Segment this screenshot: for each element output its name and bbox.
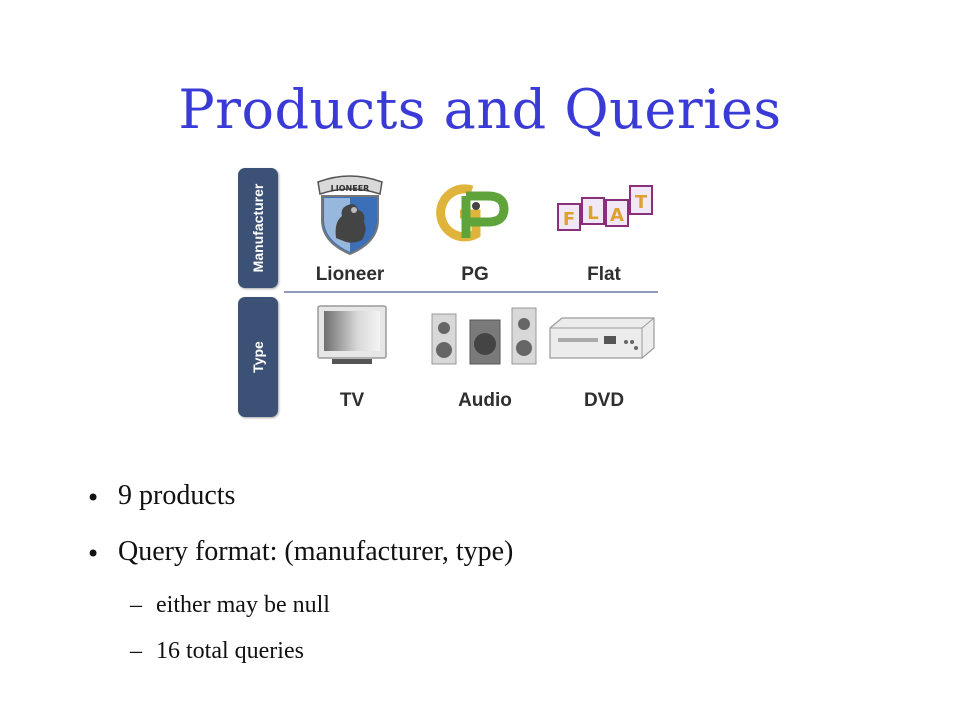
sub-bullet-text: 16 total queries xyxy=(156,638,304,664)
type-name-dvd: DVD xyxy=(583,390,625,411)
bullet-item-products: • 9 products xyxy=(86,480,513,522)
tv-icon xyxy=(316,304,388,373)
lioneer-logo-text: LIONEER xyxy=(331,184,370,193)
bullet-marker: • xyxy=(86,484,101,512)
products-figure: Manufacturer Type LIONEER F L xyxy=(232,162,672,424)
bullet-list: • 9 products • Query format: (manufactur… xyxy=(86,480,513,684)
slide-title: Products and Queries xyxy=(178,78,782,141)
manufacturer-name-flat: Flat xyxy=(587,264,621,285)
bullet-text: Query format: (manufacturer, type) xyxy=(118,536,514,567)
flat-letter-t: T xyxy=(635,192,648,213)
audio-speakers-icon xyxy=(430,306,540,373)
flat-tiles-logo-icon: F L A T xyxy=(556,182,656,247)
sub-bullet-text: either may be null xyxy=(156,592,330,618)
lioneer-lion-crest-icon: LIONEER xyxy=(310,172,390,261)
bullet-item-query-format: • Query format: (manufacturer, type) xyxy=(86,536,513,578)
type-name-tv: TV xyxy=(339,390,365,411)
flat-letter-a: A xyxy=(610,205,624,226)
flat-letter-l: L xyxy=(587,203,598,224)
pg-letters-logo-icon xyxy=(432,182,522,247)
bullet-marker: • xyxy=(86,540,101,568)
type-name-audio: Audio xyxy=(458,390,512,411)
bullet-text: 9 products xyxy=(118,480,236,511)
sub-bullet-marker: – xyxy=(130,638,142,664)
sub-bullet-null: – either may be null xyxy=(86,592,513,628)
flat-letter-f: F xyxy=(563,209,575,230)
manufacturer-row-label: Manufacturer xyxy=(238,168,278,288)
manufacturer-row-label-text: Manufacturer xyxy=(250,183,266,273)
manufacturer-name-pg: PG xyxy=(461,264,489,285)
type-row-label-text: Type xyxy=(250,341,266,373)
dvd-player-icon xyxy=(548,314,658,365)
manufacturer-name-lioneer: Lioneer xyxy=(315,264,385,285)
type-row-label: Type xyxy=(238,297,278,417)
row-divider xyxy=(284,291,658,293)
sub-bullet-marker: – xyxy=(130,592,142,618)
sub-bullet-total-queries: – 16 total queries xyxy=(86,638,513,674)
